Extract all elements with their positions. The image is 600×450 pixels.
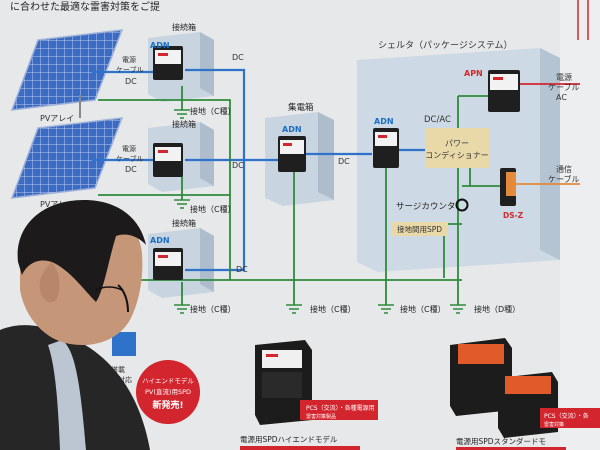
- apn-label: APN: [464, 69, 483, 78]
- adn-label-3: ADN: [150, 236, 170, 245]
- badge-line-3: 新発売!: [152, 399, 183, 411]
- spd-device-1: [153, 46, 183, 80]
- blue-tab: [112, 332, 136, 356]
- shelter-title: シェルタ（パッケージシステム）: [378, 40, 513, 51]
- ground-label-5: 接地（C種）: [400, 304, 446, 314]
- collection-box-label: 集電箱: [288, 102, 314, 113]
- ground-label-4: 接地（C種）: [310, 304, 356, 314]
- connection-box-label-3: 接続箱: [172, 218, 196, 228]
- spd-device-2: [153, 143, 183, 177]
- poster-top-text: に合わせた最適な雷害対策をご提: [10, 0, 160, 13]
- connection-box-label-1: 接続箱: [172, 22, 196, 32]
- dsz-label: DS-Z: [503, 211, 524, 220]
- power-conditioner: パワー コンディショナー: [425, 128, 489, 168]
- ground-label-3: 接地（C種）: [190, 304, 236, 314]
- product-left-label: PCS（交流）・各種電源用: [306, 404, 375, 412]
- product-right: PCS（交流）・各 雷害対策: [450, 338, 600, 438]
- product-left-sub: 雷害対策製品: [306, 413, 336, 420]
- power-cable-label-2b: ケーブル: [116, 154, 144, 163]
- adn-label-collection: ADN: [282, 125, 302, 134]
- power-cable-label-1b: ケーブル: [116, 65, 144, 74]
- power-cable-label-right-a: 電源: [556, 73, 572, 82]
- poster-right-edge: [560, 0, 600, 450]
- ground-spd-box: [392, 222, 448, 236]
- pcs-label-line2: コンディショナー: [425, 150, 488, 160]
- product-right-label: PCS（交流）・各: [544, 412, 589, 420]
- surge-counter-label: サージカウンタ: [396, 202, 455, 212]
- dc-ac-label: DC/AC: [424, 115, 451, 125]
- spd-device-apn: [488, 70, 520, 112]
- power-cable-label-right-b: ケーブル: [548, 82, 580, 92]
- spd-device-shelter-adn: [373, 128, 399, 168]
- spd-device-collection: [278, 136, 306, 172]
- dc-label-1: DC: [232, 53, 244, 62]
- dc-label-6: DC: [125, 165, 137, 174]
- ground-label-6: 接地（D種）: [474, 304, 520, 314]
- ground-spd-label: 接地間用SPD: [397, 224, 442, 234]
- dc-label-4: DC: [338, 157, 350, 166]
- comm-cable-label-b: ケーブル: [548, 174, 580, 184]
- product-right-sub: 雷害対策: [544, 421, 564, 428]
- power-cable-label-2a: 電源: [122, 144, 136, 153]
- power-cable-label-1a: 電源: [122, 55, 136, 64]
- dc-label-2: DC: [232, 161, 244, 170]
- spd-device-dsz: [500, 168, 516, 206]
- badge-line-2: PV(直流)用SPD: [145, 387, 191, 396]
- product-caption-right: 電源用SPDスタンダードモ: [456, 436, 546, 446]
- spd-device-3: [153, 248, 183, 280]
- product-left: PCS（交流）・各種電源用 雷害対策製品: [255, 340, 378, 425]
- surge-counter-icon: [455, 198, 469, 212]
- comm-cable-label-a: 通信: [556, 164, 572, 174]
- ac-label: AC: [556, 93, 567, 102]
- ground-label-1: 接地（C種）: [190, 106, 236, 116]
- dc-wiring: [92, 68, 430, 272]
- pv-array-label: PVアレイ: [40, 114, 74, 123]
- pv-array-bottom: [10, 117, 124, 199]
- pv-array-top: [10, 29, 124, 118]
- adn-label-1: ADN: [150, 41, 170, 50]
- ground-symbols: [174, 109, 466, 314]
- new-release-badge: ハイエンドモデル PV(直流)用SPD 新発売!: [136, 360, 200, 424]
- visitor-person: [0, 200, 150, 450]
- dc-label-5: DC: [125, 77, 137, 86]
- ground-label-2: 接地（C種）: [190, 204, 236, 214]
- badge-line-1: ハイエンドモデル: [142, 376, 194, 385]
- dc-label-3: DC: [236, 265, 248, 274]
- adn-label-shelter: ADN: [374, 117, 394, 126]
- product-caption-left: 電源用SPDハイエンドモデル: [240, 434, 338, 444]
- side-text-1: ア搭載: [104, 365, 125, 374]
- pcs-label-line1: パワー: [445, 139, 469, 148]
- connection-box-label-2: 接続箱: [172, 119, 196, 129]
